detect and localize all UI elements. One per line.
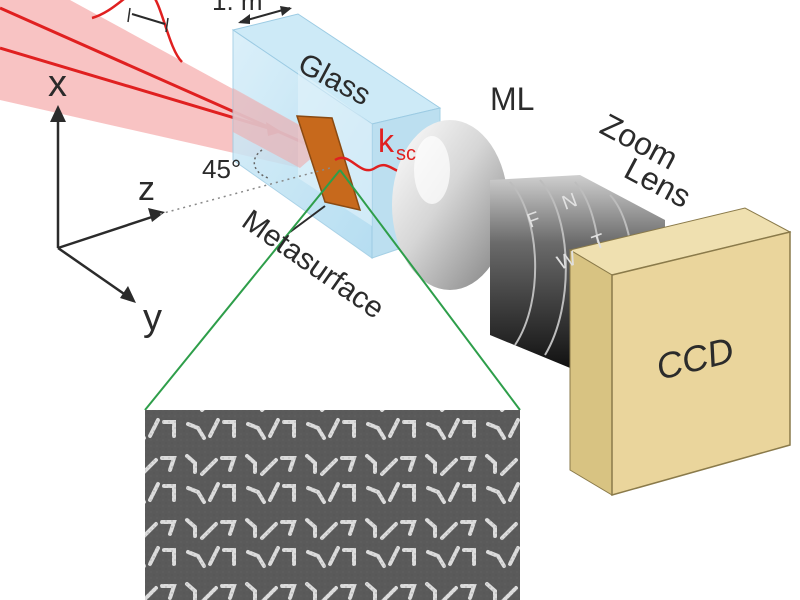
metasurface-pointer <box>289 205 326 233</box>
ccd-side-face <box>569 249 613 496</box>
zoom-line-left <box>144 169 341 411</box>
gaussian-profile-curve <box>91 0 183 63</box>
zoom-ring-2 <box>539 179 567 356</box>
axis-x-arrow-icon <box>50 105 66 122</box>
ml-label: ML <box>490 81 534 117</box>
beam-width-arrow-icon <box>131 13 166 25</box>
axis-y-arrow-icon <box>120 286 136 303</box>
angle-label: 45° <box>202 154 241 184</box>
zoom-line-right <box>339 169 521 411</box>
beam-inside-glass <box>233 88 330 168</box>
thickness-arrow-head-right <box>280 6 292 16</box>
axis-y-label: y <box>143 297 162 339</box>
axis-z-line <box>57 213 159 250</box>
beam-ray-lower <box>0 46 276 132</box>
ccd-front-face <box>611 231 791 496</box>
thickness-label: 1. m <box>212 0 263 16</box>
k-subscript: sc <box>396 143 416 165</box>
zoom-ring-1 <box>509 181 537 346</box>
coordinate-axes <box>50 105 165 303</box>
thickness-arrow-head-left <box>238 14 250 24</box>
axis-z-label: z <box>138 170 155 208</box>
axis-x-label: x <box>48 63 67 105</box>
metasurface-sample <box>295 115 362 212</box>
microscope-lens-highlight <box>414 136 450 204</box>
axis-y-line <box>57 246 131 300</box>
tick-2 <box>165 17 169 33</box>
zoom-mark-n: N <box>559 189 580 215</box>
sem-image-noise <box>145 410 520 600</box>
tick-1 <box>127 7 131 23</box>
axis-z-arrow-icon <box>148 208 165 222</box>
ccd-camera <box>568 207 792 496</box>
k-label: k <box>378 123 395 159</box>
